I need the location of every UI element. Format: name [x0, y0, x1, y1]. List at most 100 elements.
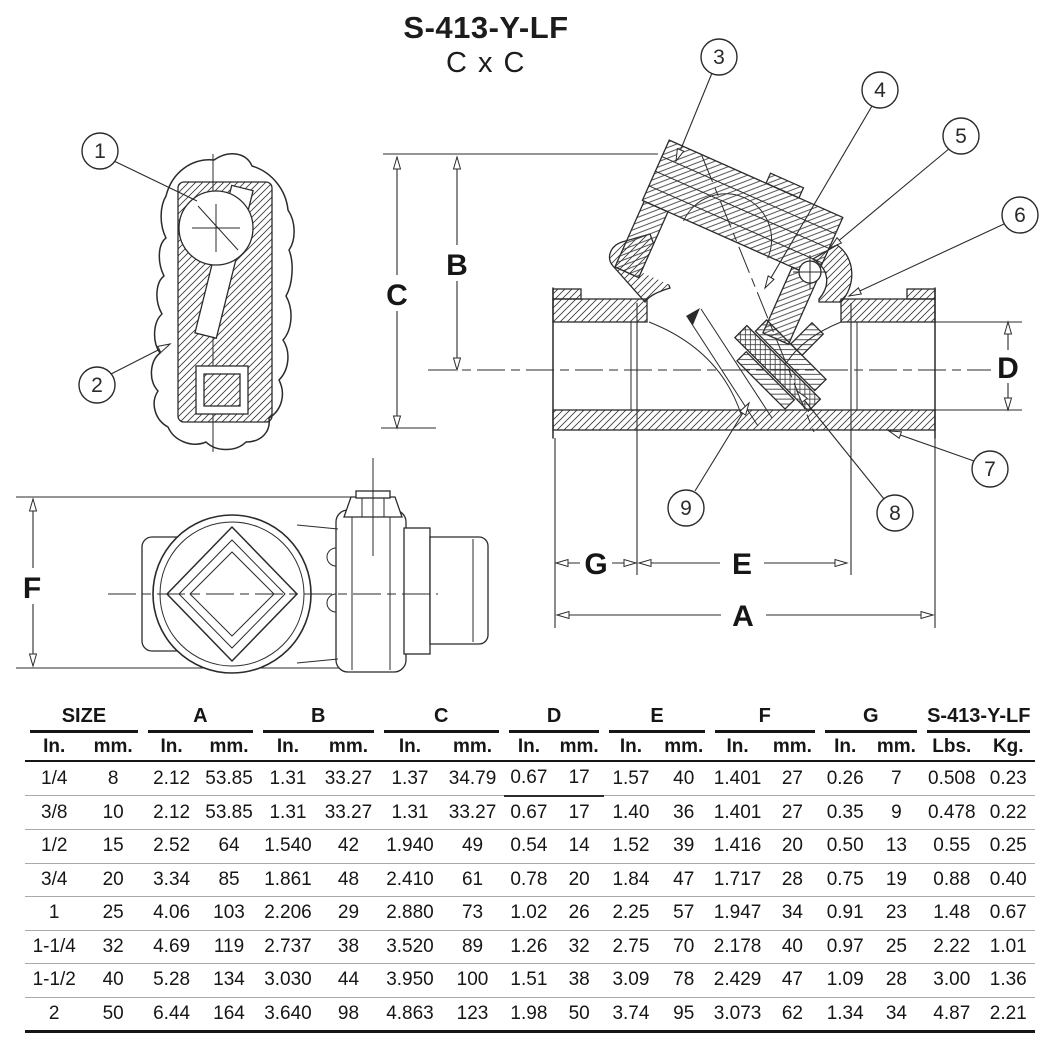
cell: 50 — [554, 997, 605, 1033]
col-group: D — [504, 703, 604, 733]
dim-label-b: B — [446, 249, 468, 282]
svg-text:3: 3 — [713, 46, 725, 69]
cell: 2.52 — [142, 829, 201, 864]
technical-drawing: C B D G — [16, 38, 1039, 674]
col-group: SIZE — [25, 703, 143, 733]
cell: 0.67 — [981, 896, 1035, 931]
cell: 9 — [870, 795, 923, 830]
cell: 6.44 — [142, 997, 201, 1033]
cell: 1-1/4 — [25, 930, 84, 964]
dim-c: C — [381, 155, 413, 430]
cell: 50 — [83, 997, 143, 1033]
cell: 40 — [765, 930, 820, 964]
cell: 38 — [318, 930, 379, 964]
cell: 3.34 — [142, 863, 201, 897]
callout-8: 8 — [876, 494, 914, 532]
cell: 49 — [441, 829, 504, 864]
dim-label-a: A — [732, 600, 754, 633]
cell: 0.22 — [981, 795, 1035, 830]
cell: 3.520 — [378, 930, 442, 964]
cell: 1.98 — [503, 997, 555, 1033]
cell: 48 — [318, 863, 379, 897]
cell: 1/2 — [25, 829, 84, 864]
cell: 28 — [870, 963, 923, 998]
dim-label-d: D — [997, 352, 1019, 385]
cell: 20 — [83, 863, 143, 897]
col-subheader: mm. — [441, 733, 504, 762]
bonnet-clamp — [335, 509, 407, 673]
cell: 1.36 — [981, 963, 1035, 998]
cell: 1.31 — [378, 795, 442, 830]
cell: 34 — [870, 997, 923, 1033]
cell: 17 — [554, 795, 605, 830]
cell: 14 — [554, 829, 605, 864]
callout-2: 2 — [78, 366, 116, 404]
cell: 1.416 — [709, 829, 766, 864]
cell: 0.91 — [819, 896, 871, 931]
cell: 0.25 — [981, 829, 1035, 864]
cell: 3.950 — [378, 963, 442, 998]
cell: 13 — [870, 829, 923, 864]
cell: 73 — [441, 896, 504, 931]
cell: 3/8 — [25, 795, 84, 830]
dim-g: G — [554, 548, 638, 581]
col-subheader: In. — [604, 733, 658, 762]
col-subheader: mm. — [657, 733, 710, 762]
col-subheader: In. — [25, 733, 84, 762]
cell: 78 — [657, 963, 710, 998]
cell: 2.429 — [709, 963, 766, 998]
cell: 0.97 — [819, 930, 871, 964]
col-subheader: mm. — [554, 733, 605, 762]
cell: 25 — [870, 930, 923, 964]
svg-text:8: 8 — [889, 502, 901, 525]
cell: 38 — [554, 963, 605, 998]
cell: 40 — [657, 761, 710, 796]
cell: 53.85 — [200, 795, 258, 830]
front-view: F — [16, 458, 489, 674]
cell: 57 — [657, 896, 710, 931]
cell: 1.48 — [922, 896, 982, 931]
col-group: F — [710, 703, 820, 733]
cell: 0.40 — [981, 863, 1035, 897]
cell: 0.88 — [922, 863, 982, 897]
cell: 119 — [200, 930, 258, 964]
cell: 0.26 — [819, 761, 871, 796]
cell: 3.073 — [709, 997, 766, 1033]
cell: 3/4 — [25, 863, 84, 897]
cell: 1/4 — [25, 761, 84, 796]
cell: 1 — [25, 896, 84, 931]
col-group: C — [379, 703, 504, 733]
cell: 1-1/2 — [25, 963, 84, 998]
cell: 0.67 — [503, 795, 555, 830]
cell: 1.540 — [257, 829, 319, 864]
cell: 29 — [318, 896, 379, 931]
cell: 1.09 — [819, 963, 871, 998]
cell: 32 — [83, 930, 143, 964]
detail-view — [110, 153, 295, 452]
dim-label-g: G — [584, 548, 607, 581]
cell: 1.940 — [378, 829, 442, 864]
cell: 1.31 — [257, 795, 319, 830]
cell: 3.74 — [604, 997, 658, 1033]
col-subheader: In. — [503, 733, 555, 762]
svg-text:9: 9 — [680, 497, 692, 520]
svg-text:6: 6 — [1014, 204, 1026, 227]
dim-e: E — [637, 548, 849, 581]
col-group: S-413-Y-LF — [922, 703, 1035, 733]
callout-5: 5 — [942, 117, 980, 155]
cell: 1.947 — [709, 896, 766, 931]
col-group: E — [604, 703, 710, 733]
cell: 1.717 — [709, 863, 766, 897]
cell: 2.12 — [142, 761, 201, 796]
dim-label-f: F — [23, 572, 41, 605]
cell: 33.27 — [318, 761, 379, 796]
col-subheader: Kg. — [981, 733, 1035, 762]
cell: 0.478 — [922, 795, 982, 830]
